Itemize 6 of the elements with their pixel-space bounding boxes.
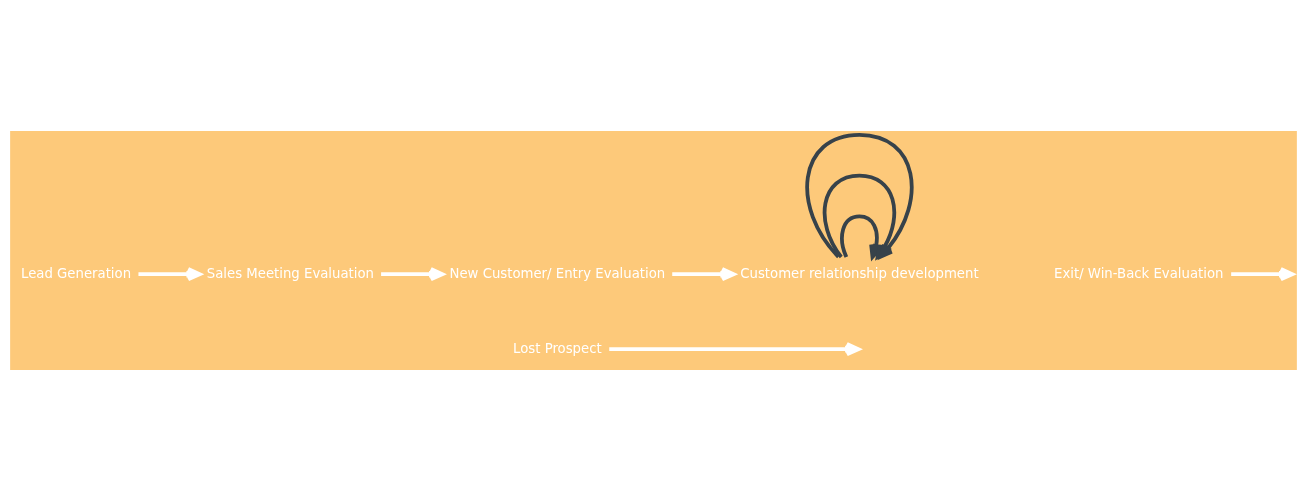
node-text: Lost Prospect <box>513 340 602 356</box>
node-text: Exit/ Win-Back Evaluation <box>1054 265 1224 281</box>
node-text: Lead Generation <box>21 265 132 281</box>
node-text: Sales Meeting Evaluation <box>206 265 375 281</box>
node-text: New Customer/ Entry Evaluation <box>449 265 666 281</box>
node-text: Customer relationship development <box>740 265 979 281</box>
